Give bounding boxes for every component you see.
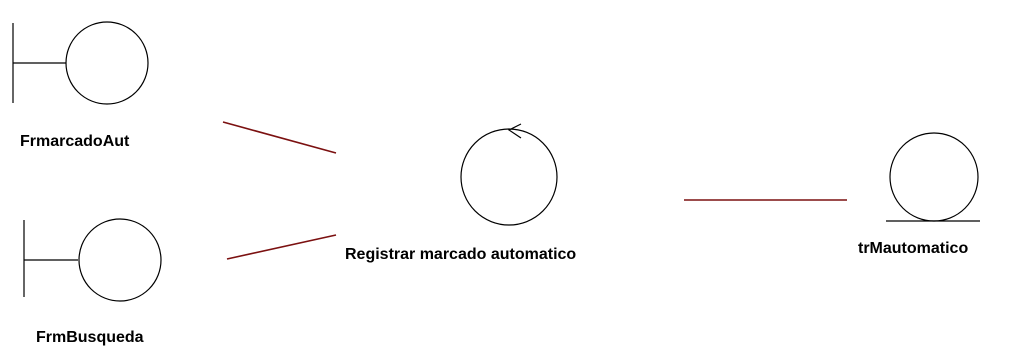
entity-icon[interactable] [886, 132, 980, 222]
boundary-label-frmbusqueda: FrmBusqueda [36, 329, 144, 346]
boundary-label-frmarcadoaut: FrmarcadoAut [20, 133, 130, 150]
control-label: Registrar marcado automatico [345, 246, 577, 263]
boundary-icon[interactable] [23, 218, 162, 302]
control-icon[interactable] [460, 123, 558, 226]
association-line[interactable] [226, 234, 337, 260]
boundary-icon[interactable] [12, 21, 149, 105]
entity-label: trMautomatico [858, 240, 969, 257]
association-line[interactable] [222, 121, 337, 154]
